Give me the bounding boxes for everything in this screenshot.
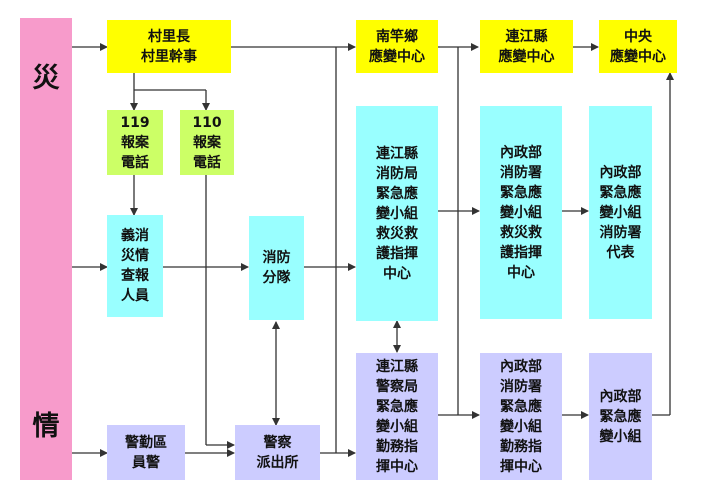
police-station-box: 警察 派出所 xyxy=(235,425,320,480)
volunteer-reporter-box: 義消 災情 查報 人員 xyxy=(107,215,163,317)
npa-command-box: 內政部 消防署 緊急應 變小組 勤務指 揮中心 xyxy=(480,353,562,480)
fire-bureau-command-box: 連江縣 消防局 緊急應 變小組 救災救 護指揮 中心 xyxy=(356,106,438,321)
nfa-command-box: 內政部 消防署 緊急應 變小組 救災救 護指揮 中心 xyxy=(480,106,562,319)
fire-station-box: 消防 分隊 xyxy=(249,216,304,320)
village-chief-box: 村里長 村里幹事 xyxy=(107,20,231,73)
lienchiang-eoc-box: 連江縣 應變中心 xyxy=(480,20,573,73)
side-label-disaster: 災 xyxy=(32,63,60,94)
moi-fire-rep-box: 內政部 緊急應 變小組 消防署 代表 xyxy=(589,106,652,319)
side-bar-disaster-info: 災 情 xyxy=(20,18,72,480)
moi-emergency-team-box: 內政部 緊急應 變小組 xyxy=(589,353,652,480)
police-bureau-command-box: 連江縣 警察局 緊急應 變小組 勤務指 揮中心 xyxy=(356,353,438,480)
central-eoc-box: 中央 應變中心 xyxy=(599,20,677,73)
side-label-info: 情 xyxy=(32,411,60,442)
report-phone-119-box: 119 報案 電話 xyxy=(107,110,163,175)
police-officer-box: 警勤區 員警 xyxy=(107,425,185,480)
report-phone-110-box: 110 報案 電話 xyxy=(180,110,234,175)
nangan-eoc-box: 南竿鄉 應變中心 xyxy=(356,20,438,73)
